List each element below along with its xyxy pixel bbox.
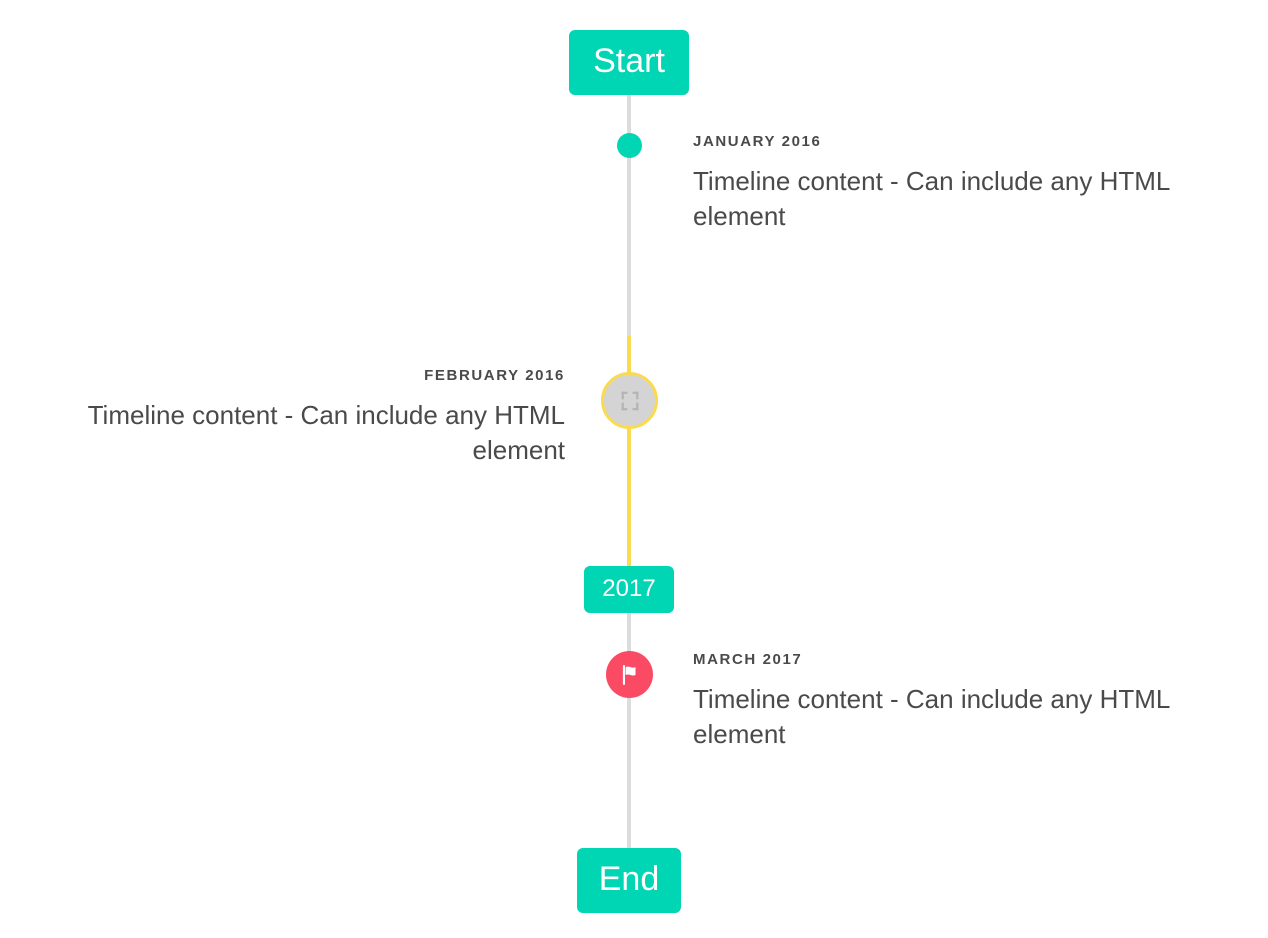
timeline-year-badge-label: 2017 [602, 574, 656, 602]
timeline-entry-body: Timeline content - Can include any HTML … [87, 399, 565, 465]
flag-icon [622, 664, 635, 685]
timeline-entry-january-2016: JANUARY 2016 Timeline content - Can incl… [693, 133, 1223, 234]
timeline-end-badge[interactable]: End [577, 848, 681, 913]
timeline-end-badge-label: End [598, 859, 660, 898]
timeline-entry-date: JANUARY 2016 [693, 133, 822, 150]
timeline-entry-date: FEBRUARY 2016 [424, 367, 565, 384]
timeline-start-badge-label: Start [593, 41, 665, 80]
timeline-entry-body: Timeline content - Can include any HTML … [693, 683, 1170, 749]
broken-image-icon [621, 391, 638, 410]
timeline-axis-segment-highlighted [627, 336, 631, 566]
timeline-entry-body: Timeline content - Can include any HTML … [693, 165, 1170, 231]
timeline-entry-february-2016: FEBRUARY 2016 Timeline content - Can inc… [40, 367, 565, 468]
timeline-year-badge-2017[interactable]: 2017 [584, 566, 674, 613]
timeline-marker-january-2016[interactable] [617, 133, 642, 158]
timeline-marker-march-2017[interactable] [606, 651, 653, 698]
timeline-start-badge[interactable]: Start [569, 30, 689, 95]
timeline-marker-february-2016[interactable] [601, 372, 658, 429]
timeline-axis-segment-bottom [627, 613, 631, 849]
timeline-entry-march-2017: MARCH 2017 Timeline content - Can includ… [693, 651, 1223, 752]
timeline-axis-segment-top [627, 95, 631, 336]
timeline-entry-date: MARCH 2017 [693, 651, 803, 668]
